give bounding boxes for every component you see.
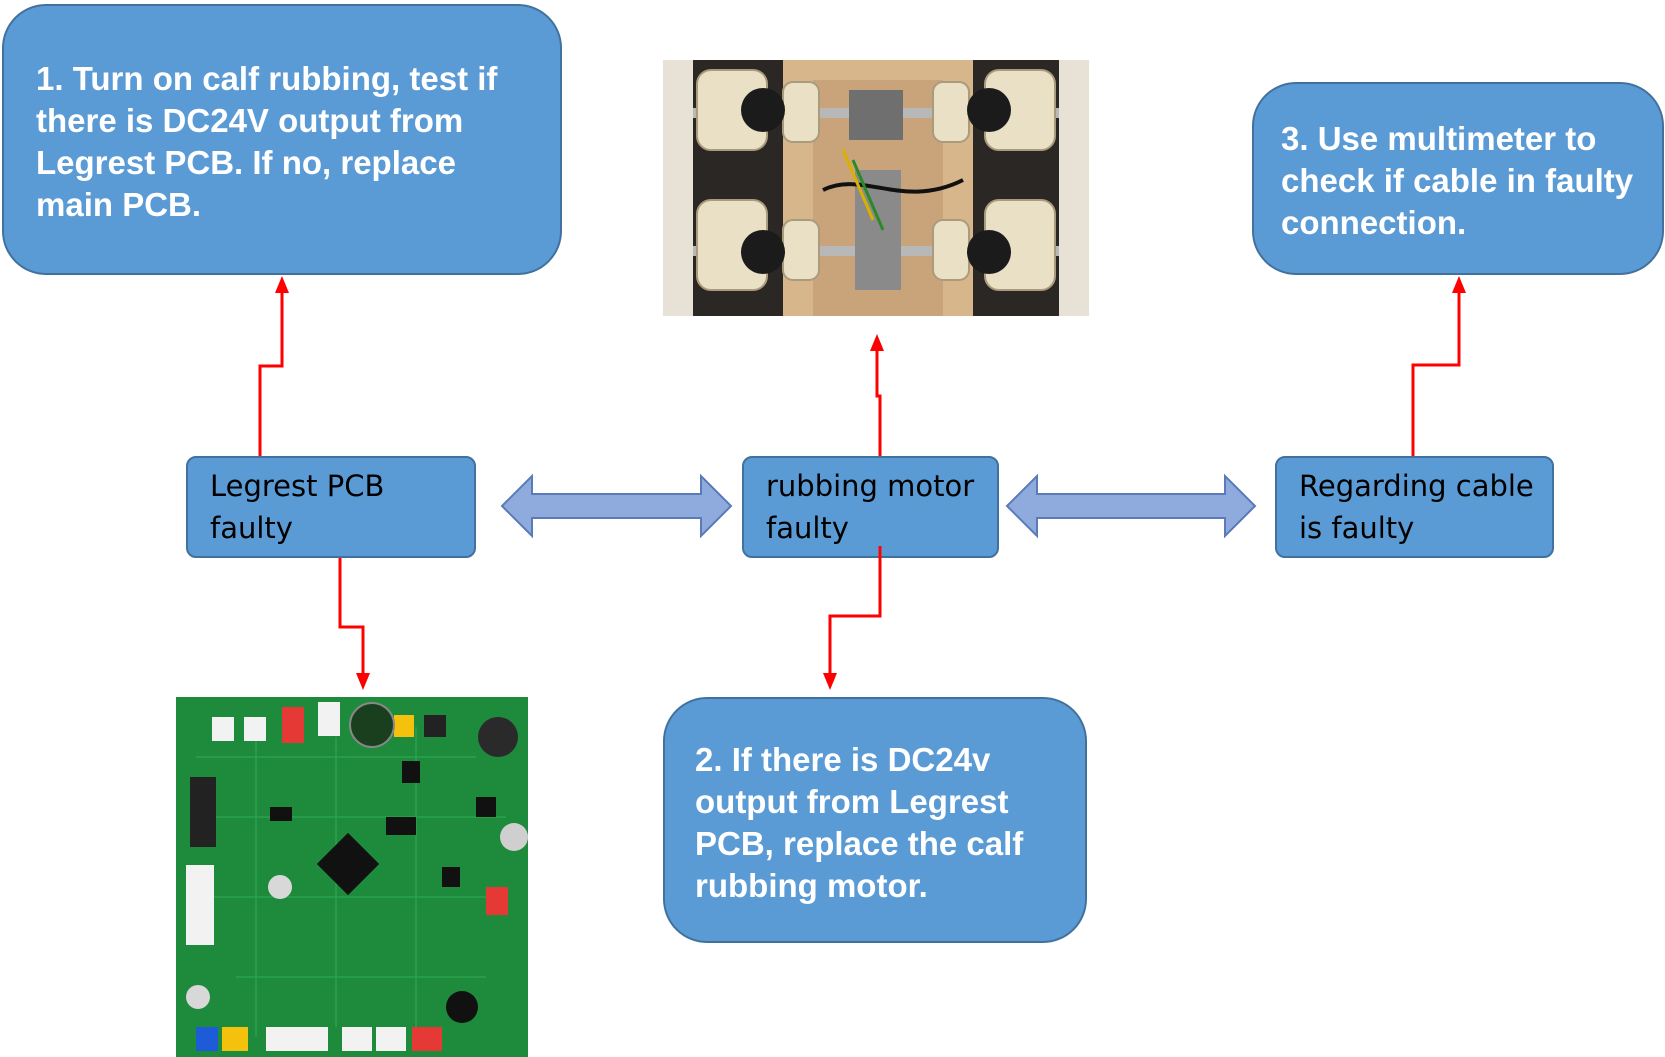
arrow-motor-to-photo <box>870 334 884 456</box>
arrow-motor-to-step2 <box>823 546 882 690</box>
arrow-cable-to-step3 <box>1411 276 1466 456</box>
rubbing-motor-node: rubbing motor faulty <box>742 456 999 558</box>
double-arrow-right <box>1005 473 1257 539</box>
step2-text: 2. If there is DC24v output from Legrest… <box>695 741 1024 904</box>
step3-callout: 3. Use multimeter to check if cable in f… <box>1252 82 1664 275</box>
step1-callout: 1. Turn on calf rubbing, test if there i… <box>2 4 562 275</box>
step1-text: 1. Turn on calf rubbing, test if there i… <box>36 60 498 223</box>
cable-label: Regarding cable is faulty <box>1299 469 1534 545</box>
legrest-pcb-label: Legrest PCB faulty <box>210 469 385 545</box>
rubbing-motor-label: rubbing motor faulty <box>766 469 975 545</box>
legrest-pcb-node: Legrest PCB faulty <box>186 456 476 558</box>
legrest-pcb-photo <box>176 697 528 1057</box>
step2-callout: 2. If there is DC24v output from Legrest… <box>663 697 1087 943</box>
cable-node: Regarding cable is faulty <box>1275 456 1554 558</box>
double-arrow-left <box>500 473 733 539</box>
arrow-legrest-to-step1 <box>258 276 289 456</box>
arrow-legrest-to-pcb-photo <box>338 558 370 690</box>
step3-text: 3. Use multimeter to check if cable in f… <box>1281 120 1634 241</box>
rubbing-motor-photo <box>663 60 1089 316</box>
